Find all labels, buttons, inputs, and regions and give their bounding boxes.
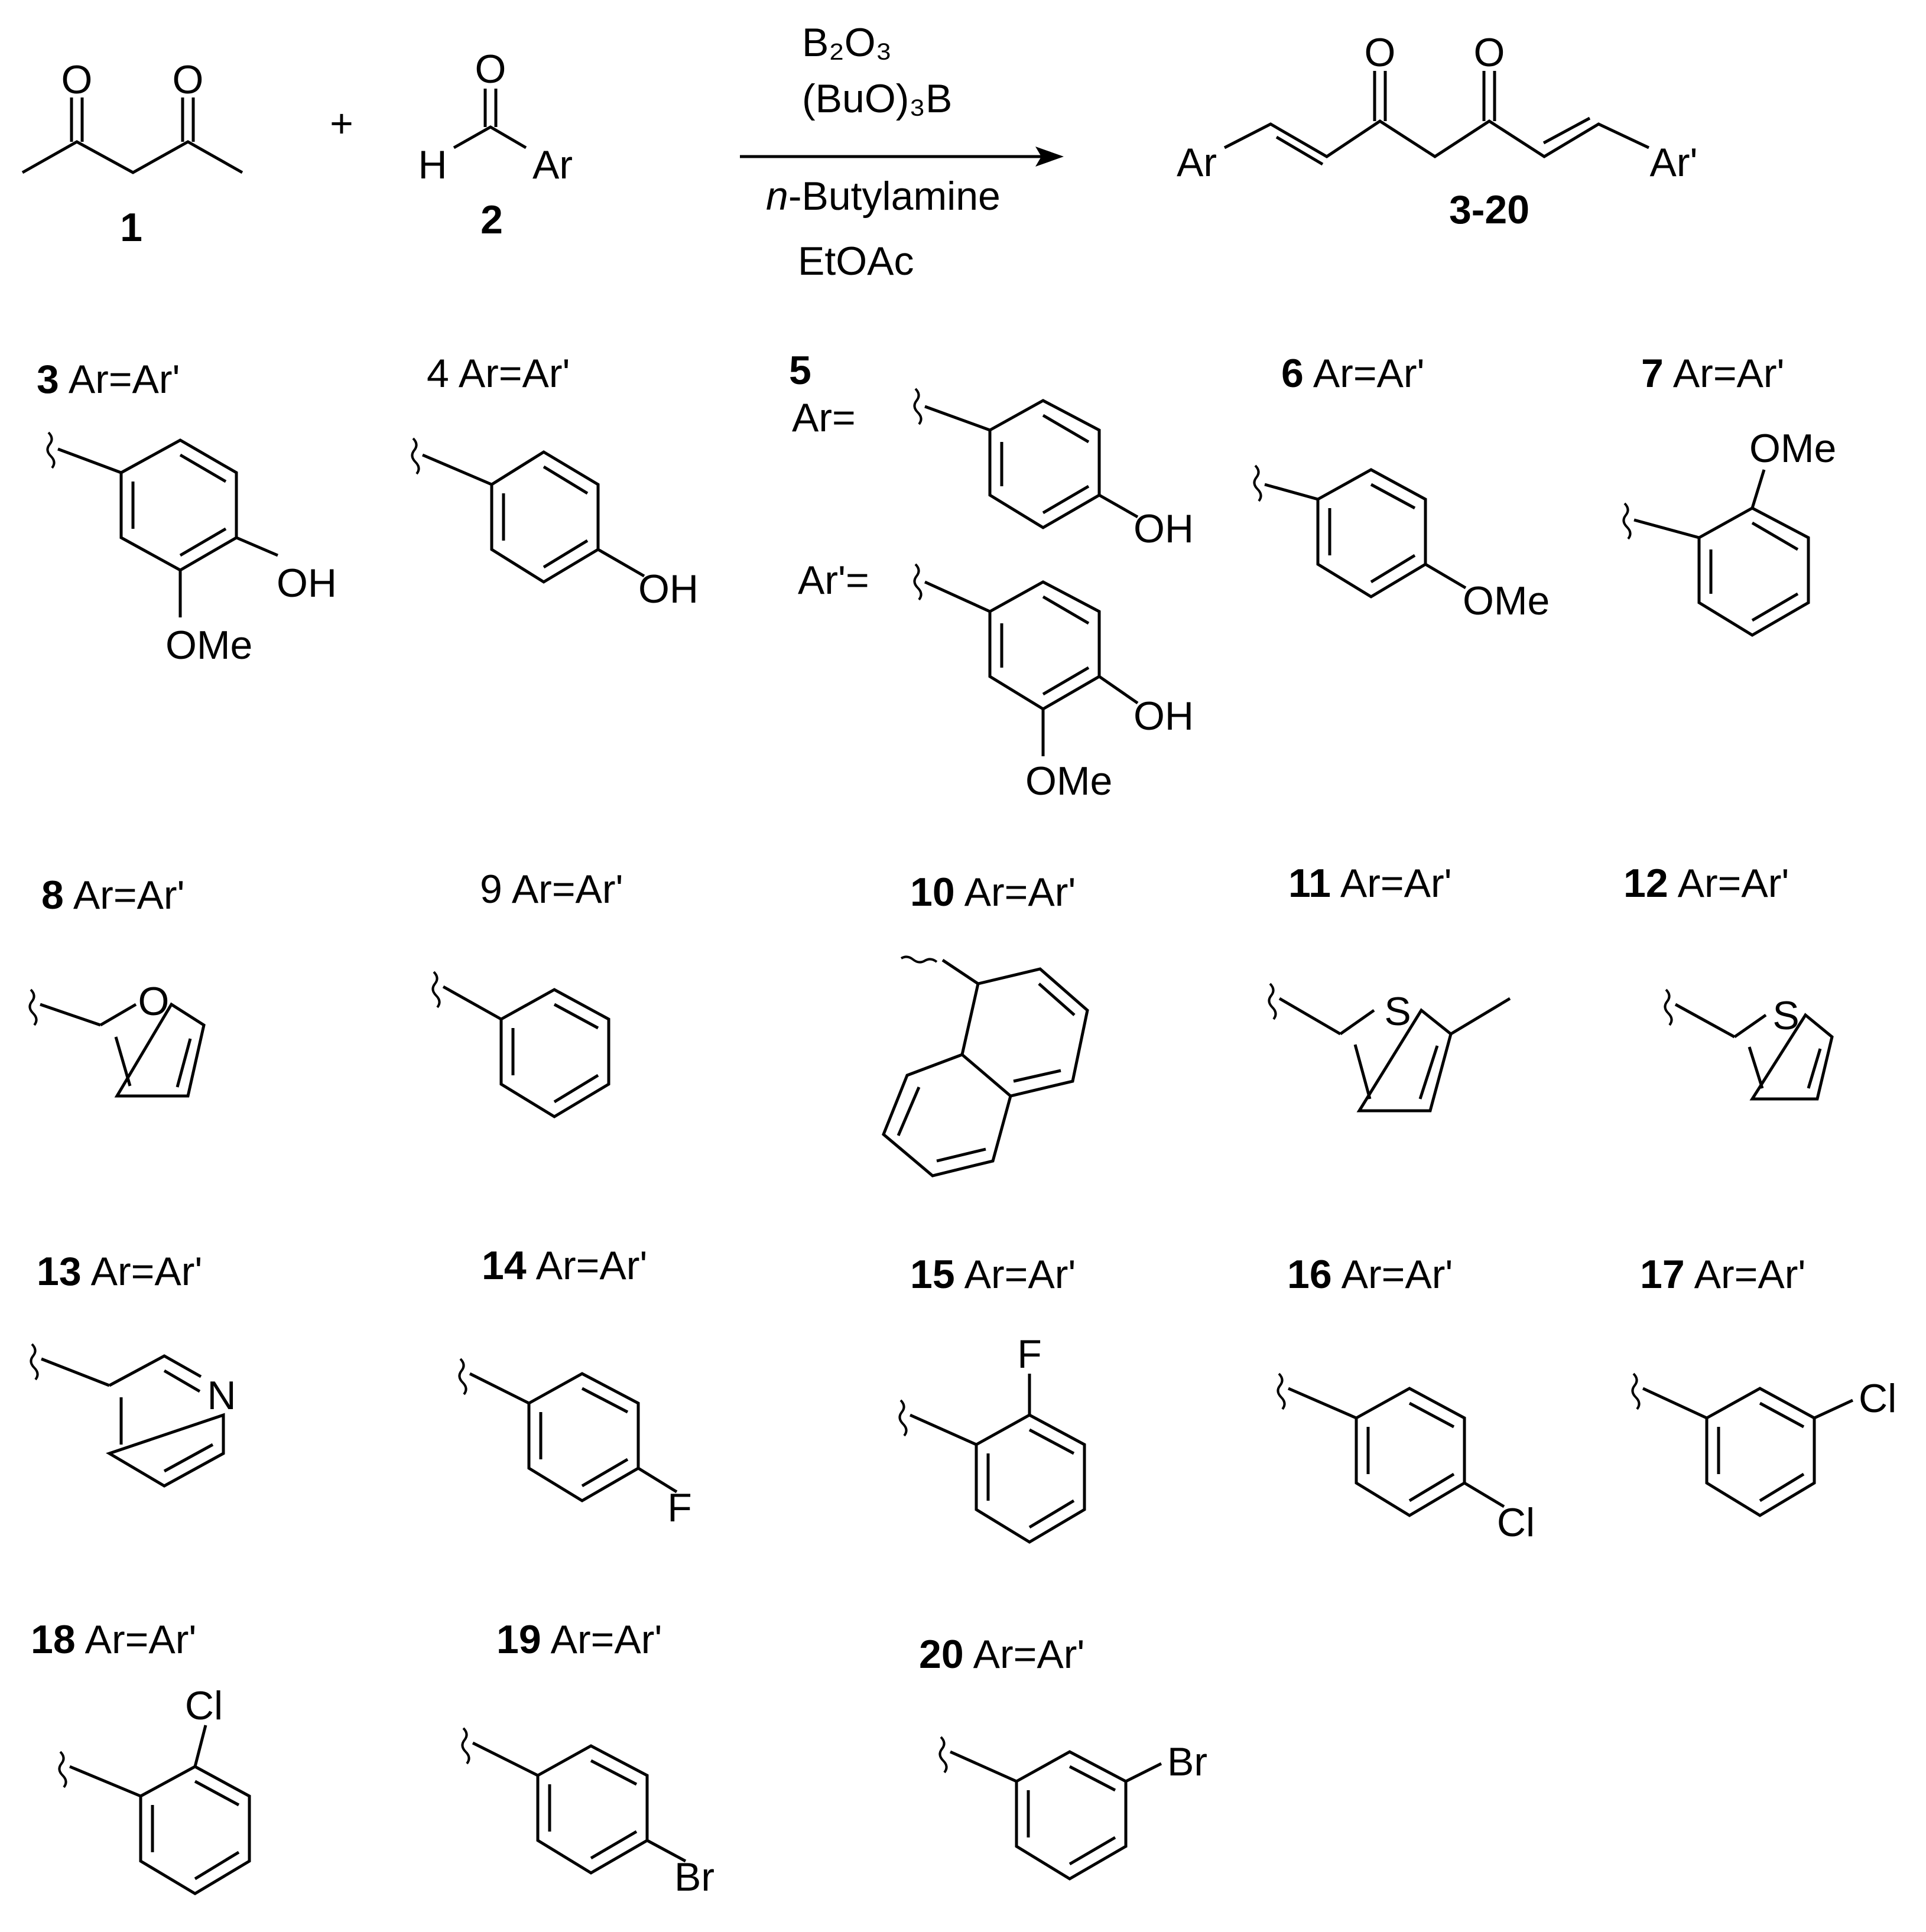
condition-base: n-Butylamine bbox=[766, 174, 1001, 219]
condition-reagent-2: (BuO)₃B bbox=[802, 76, 952, 121]
substituent-oh: OH bbox=[1133, 506, 1194, 551]
plus-sign: + bbox=[330, 101, 353, 146]
substituent-ome: OMe bbox=[165, 623, 252, 668]
compound-5-structure-arp: OH OMe bbox=[913, 563, 1194, 804]
atom-arp: Ar' bbox=[1650, 140, 1698, 185]
condition-reagent-1: B₂O₃ bbox=[802, 20, 892, 65]
compound-11-structure: S bbox=[1268, 983, 1511, 1113]
heteroatom-o: O bbox=[138, 979, 170, 1024]
compound-number: 3-20 bbox=[1449, 187, 1529, 232]
compound-12-structure: S bbox=[1664, 988, 1834, 1101]
substituent-ome: OMe bbox=[1025, 759, 1112, 804]
compound-10-structure bbox=[882, 955, 1089, 1178]
substituent-cl: Cl bbox=[185, 1683, 223, 1728]
compound-14-structure: F bbox=[458, 1358, 692, 1530]
substituent-cl: Cl bbox=[1497, 1500, 1535, 1545]
compound-15-structure: F bbox=[898, 1332, 1086, 1544]
atom-o: O bbox=[61, 57, 93, 102]
compound-7-structure: OMe bbox=[1622, 426, 1836, 637]
condition-solvent: EtOAc bbox=[798, 239, 914, 284]
compound-2-structure: O H Ar 2 bbox=[418, 47, 573, 242]
substituent-ome: OMe bbox=[1749, 426, 1836, 471]
compound-6-structure: OMe bbox=[1253, 464, 1550, 623]
compound-4-structure: OH bbox=[411, 437, 699, 612]
substituent-cl: Cl bbox=[1859, 1376, 1896, 1421]
ar-label: Ar= bbox=[792, 395, 856, 440]
atom-o: O bbox=[1365, 30, 1396, 75]
arp-label: Ar'= bbox=[798, 558, 869, 603]
compound-label-5: 5 bbox=[789, 348, 811, 393]
compound-5-structure-ar: OH bbox=[913, 388, 1194, 551]
compound-3-structure: OH OMe bbox=[46, 431, 337, 668]
substituent-br: Br bbox=[674, 1855, 714, 1900]
heteroatom-n: N bbox=[207, 1373, 236, 1418]
substituent-oh: OH bbox=[1133, 694, 1194, 739]
heteroatom-s: S bbox=[1384, 989, 1411, 1034]
atom-o: O bbox=[475, 47, 506, 92]
compound-13-structure: N bbox=[30, 1343, 236, 1488]
substituent-oh: OH bbox=[277, 561, 337, 606]
compound-17-structure: Cl bbox=[1631, 1372, 1896, 1517]
atom-ar: Ar bbox=[1177, 140, 1217, 185]
substituent-f: F bbox=[667, 1485, 692, 1530]
substituent-f: F bbox=[1017, 1332, 1042, 1377]
compound-19-structure: Br bbox=[461, 1727, 714, 1900]
substituent-br: Br bbox=[1167, 1739, 1207, 1784]
compound-number: 2 bbox=[480, 197, 503, 242]
heteroatom-s: S bbox=[1772, 993, 1799, 1038]
compound-18-structure: Cl bbox=[58, 1683, 251, 1895]
atom-h: H bbox=[418, 142, 447, 187]
compound-20-structure: Br bbox=[938, 1736, 1207, 1881]
compound-9-structure bbox=[431, 971, 610, 1118]
substituent-oh: OH bbox=[638, 567, 699, 612]
atom-o: O bbox=[1474, 30, 1505, 75]
reaction-arrow bbox=[740, 147, 1064, 167]
compound-number: 1 bbox=[120, 205, 142, 250]
product-structure: O O Ar Ar' 3-20 bbox=[1177, 30, 1697, 232]
substituent-ome: OMe bbox=[1463, 578, 1550, 623]
compound-16-structure: Cl bbox=[1277, 1372, 1535, 1545]
compound-1-structure: O O 1 bbox=[21, 57, 243, 250]
atom-o: O bbox=[173, 57, 204, 102]
atom-ar: Ar bbox=[532, 142, 573, 187]
compound-8-structure: O bbox=[28, 979, 206, 1098]
